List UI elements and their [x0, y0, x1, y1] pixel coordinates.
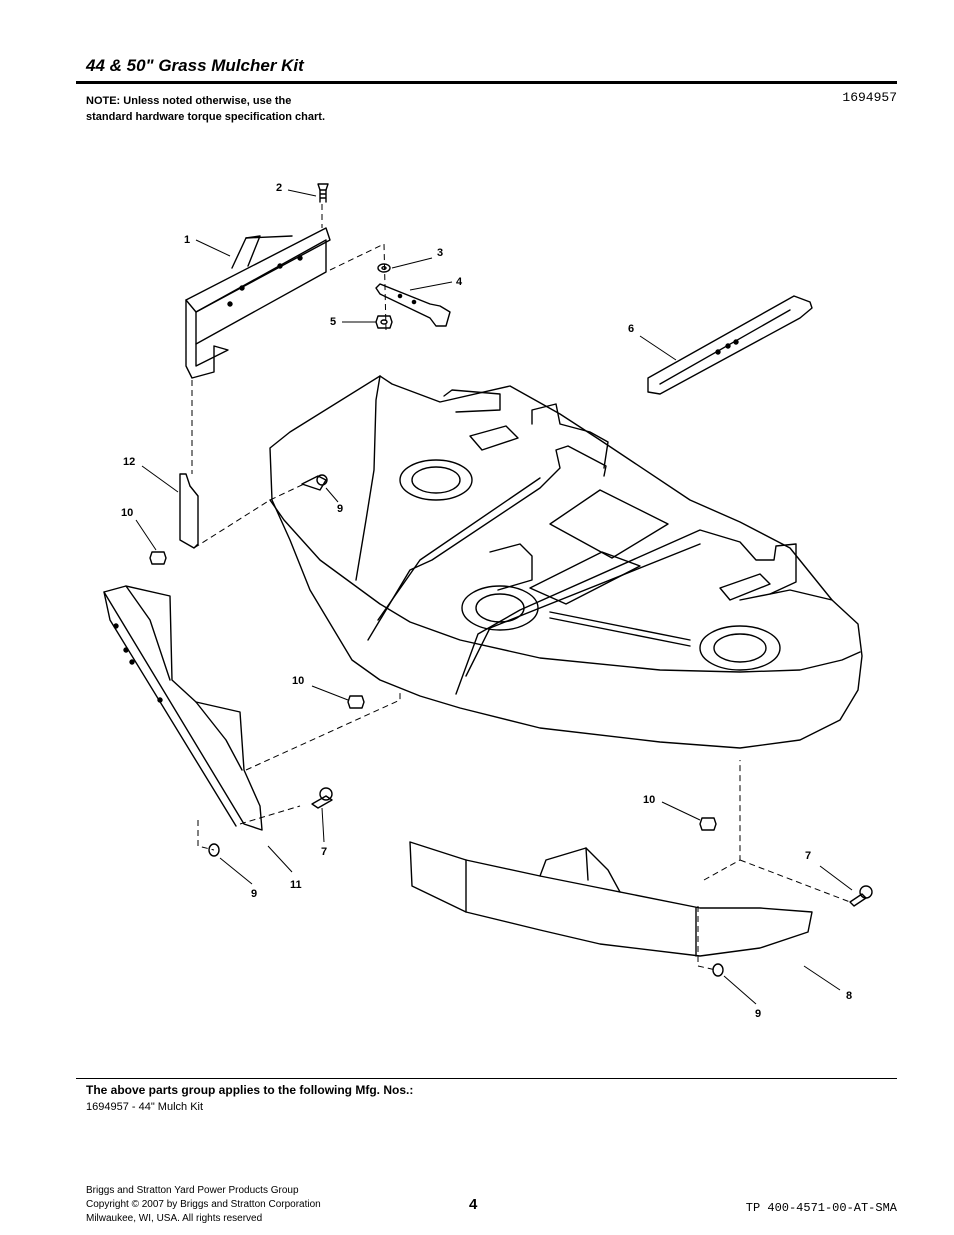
part-2-screw [317, 183, 329, 203]
part-9-bolt [301, 474, 328, 491]
footer-rule [76, 1078, 897, 1079]
part-4-adaptor [375, 283, 451, 327]
company-line-1: Briggs and Stratton Yard Power Products … [86, 1185, 299, 1196]
callout-4: 4 [456, 276, 463, 288]
part-10-nut-b [347, 695, 365, 709]
part-10-nut-c [699, 817, 717, 831]
callout-9-c: 9 [755, 1008, 761, 1020]
callout-10-c: 10 [643, 794, 655, 806]
part-9-washer-b [712, 963, 724, 977]
part-5-nut [375, 315, 393, 329]
part-10-nut-a [149, 551, 167, 565]
part-11-deflector [103, 585, 263, 831]
part-1-bracket [185, 227, 331, 379]
part-7-bolt-a [311, 787, 333, 809]
part-8-baffle [409, 841, 813, 957]
document-code: TP 400-4571-00-AT-SMA [745, 1201, 897, 1215]
company-info: Briggs and Stratton Yard Power Products … [86, 1184, 321, 1226]
callout-11: 11 [290, 879, 302, 891]
company-line-3: Milwaukee, WI, USA. All rights reserved [86, 1213, 263, 1224]
callout-1: 1 [184, 234, 190, 246]
exploded-parts-diagram: 1 2 3 4 5 6 12 10 9 10 10 7 7 11 9 8 9 [103, 182, 873, 1020]
header-rule [76, 81, 897, 84]
callout-9-b: 9 [251, 888, 257, 900]
callout-5: 5 [330, 316, 336, 328]
callout-12: 12 [123, 456, 135, 468]
callout-10-a: 10 [121, 507, 133, 519]
mower-deck [269, 375, 863, 749]
part-number: 1694957 [842, 90, 897, 105]
callout-7-a: 7 [321, 846, 327, 858]
callout-6: 6 [628, 323, 634, 335]
part-9-washer-a [208, 843, 220, 857]
callout-9-a: 9 [337, 503, 343, 515]
callout-10-b: 10 [292, 675, 304, 687]
company-line-2: Copyright © 2007 by Briggs and Stratton … [86, 1199, 321, 1210]
part-6-blade [647, 295, 813, 395]
part-12-bracket [179, 473, 199, 549]
applies-heading: The above parts group applies to the fol… [86, 1083, 414, 1097]
callout-2: 2 [276, 182, 282, 194]
callout-7-b: 7 [805, 850, 811, 862]
callout-8: 8 [846, 990, 852, 1002]
part-3-washer [377, 263, 391, 273]
torque-note: NOTE: Unless noted otherwise, use the st… [86, 95, 326, 123]
part-7-bolt-b [849, 885, 873, 907]
page-title: 44 & 50" Grass Mulcher Kit [86, 56, 304, 75]
callout-3: 3 [437, 247, 443, 259]
applies-item: 1694957 - 44" Mulch Kit [86, 1101, 204, 1113]
page-number: 4 [469, 1196, 478, 1213]
